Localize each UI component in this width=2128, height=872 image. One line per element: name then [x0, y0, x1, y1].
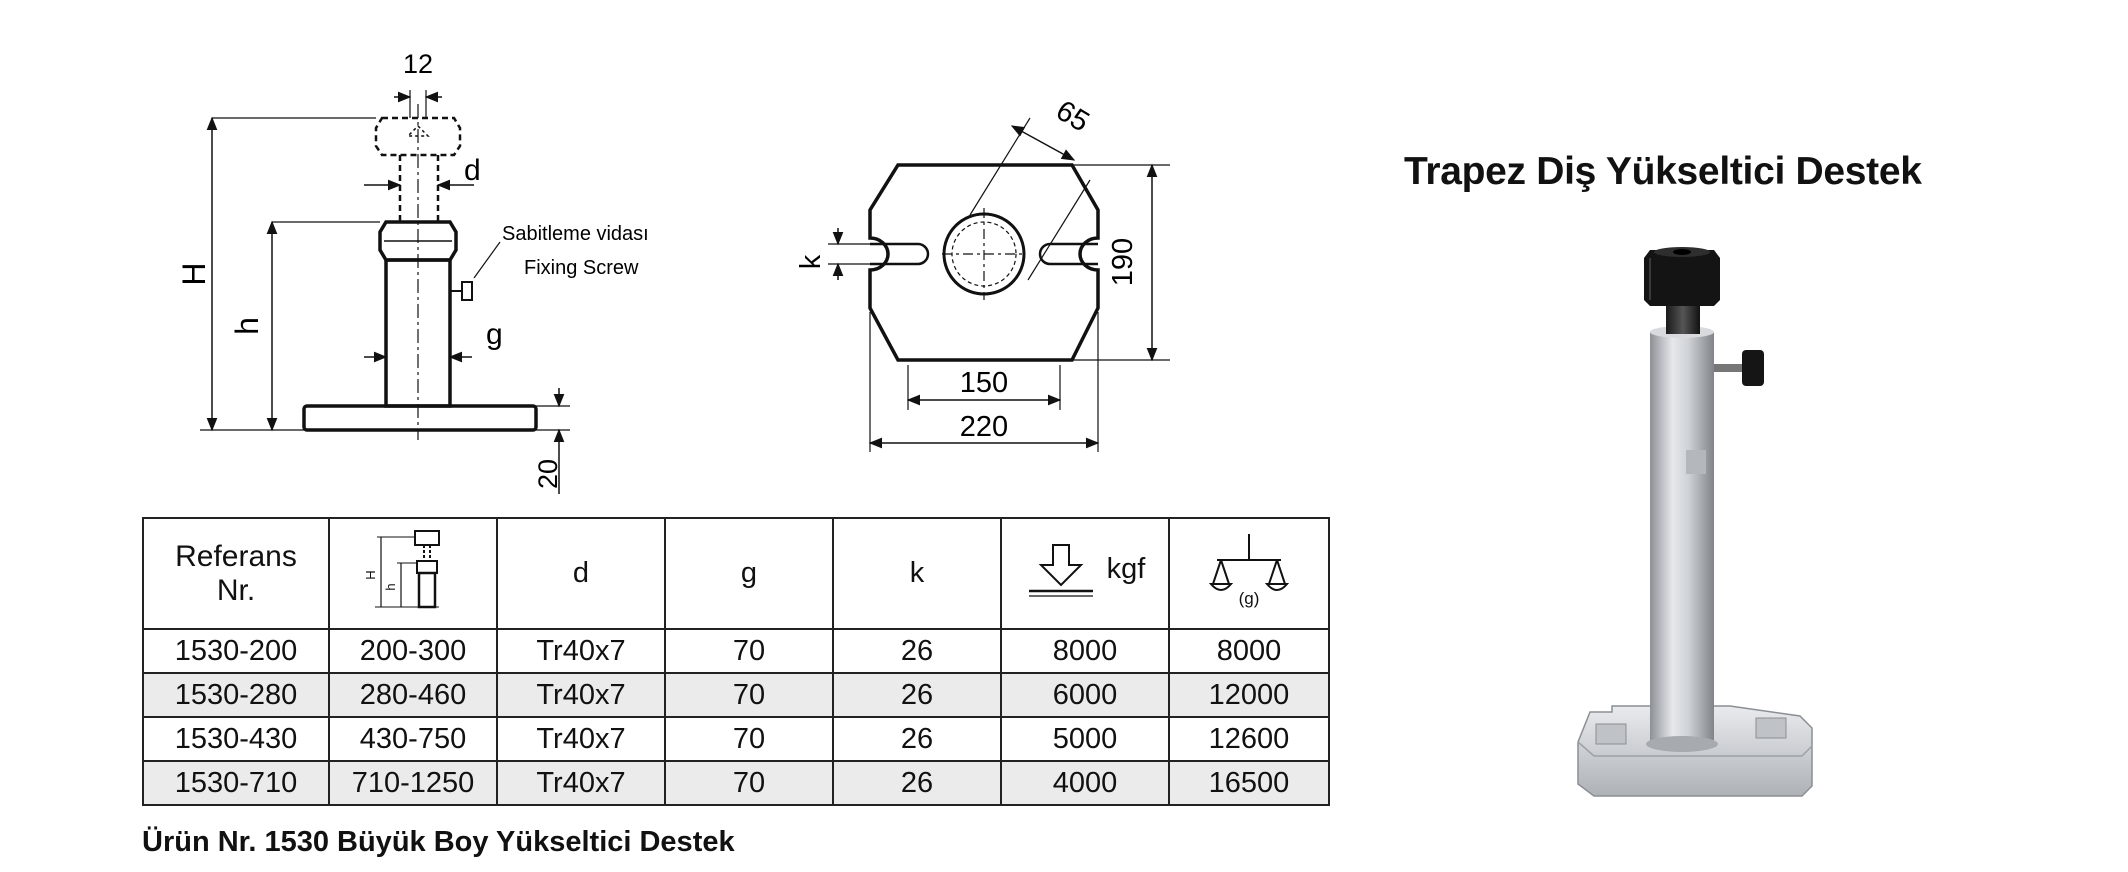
top-view-drawing — [828, 117, 1170, 452]
dim-220-label: 220 — [960, 411, 1008, 443]
cell-g: 70 — [664, 716, 834, 762]
cell-kgf: 5000 — [1000, 716, 1170, 762]
table-row: 1530-280 280-460 Tr40x7 70 26 6000 12000 — [142, 672, 1330, 718]
cell-range: 710-1250 — [328, 760, 498, 806]
cell-d: Tr40x7 — [496, 628, 666, 674]
header-referans: Referans Nr. — [142, 517, 330, 630]
fixing-screw-label-en: Fixing Screw — [524, 257, 639, 279]
cell-g: 70 — [664, 760, 834, 806]
table-row: 1530-710 710-1250 Tr40x7 70 26 4000 1650… — [142, 760, 1330, 806]
cell-k: 26 — [832, 628, 1002, 674]
cell-k: 26 — [832, 716, 1002, 762]
load-arrow-icon — [1028, 543, 1093, 597]
svg-text:h: h — [383, 583, 398, 590]
header-g: g — [664, 517, 834, 630]
cell-d: Tr40x7 — [496, 672, 666, 718]
dim-h-label: h — [229, 317, 265, 335]
cell-g: 70 — [664, 628, 834, 674]
cell-weight: 16500 — [1168, 760, 1330, 806]
svg-text:H: H — [363, 570, 378, 579]
header-load: kgf — [1000, 517, 1170, 630]
cell-d: Tr40x7 — [496, 760, 666, 806]
header-weight: (g) — [1168, 517, 1330, 630]
dim-H-label: H — [176, 262, 212, 285]
fixing-screw-label-tr: Sabitleme vidası — [502, 223, 649, 245]
spec-table: Referans Nr. — [142, 517, 1330, 806]
header-referans-line1: Referans — [175, 539, 297, 573]
product-title: Trapez Diş Yükseltici Destek — [1404, 150, 1922, 193]
cell-k: 26 — [832, 760, 1002, 806]
cell-k: 26 — [832, 672, 1002, 718]
dim-12-label: 12 — [403, 49, 433, 79]
header-referans-line2: Nr. — [216, 573, 256, 607]
cell-range: 280-460 — [328, 672, 498, 718]
cell-range: 430-750 — [328, 716, 498, 762]
side-view-drawing — [200, 90, 570, 494]
weight-unit-label: (g) — [1239, 589, 1260, 608]
header-k: k — [832, 517, 1002, 630]
spec-table-header: Referans Nr. — [142, 517, 1330, 630]
cell-d: Tr40x7 — [496, 716, 666, 762]
cell-kgf: 8000 — [1000, 628, 1170, 674]
cell-kgf: 6000 — [1000, 672, 1170, 718]
cell-range: 200-300 — [328, 628, 498, 674]
dim-20-label: 20 — [533, 459, 563, 489]
dim-190-label: 190 — [1107, 238, 1139, 286]
dim-d-label: d — [464, 154, 481, 187]
cell-ref: 1530-430 — [142, 716, 330, 762]
header-hh-icon: H h — [328, 517, 498, 630]
cell-weight: 12000 — [1168, 672, 1330, 718]
cell-g: 70 — [664, 672, 834, 718]
product-caption: Ürün Nr. 1530 Büyük Boy Yükseltici Deste… — [142, 826, 735, 858]
cell-ref: 1530-710 — [142, 760, 330, 806]
height-dimension-icon: H h — [363, 529, 440, 608]
dim-65-label: 65 — [1050, 95, 1094, 139]
cell-weight: 8000 — [1168, 628, 1330, 674]
header-d: d — [496, 517, 666, 630]
cell-ref: 1530-280 — [142, 672, 330, 718]
header-kgf-label: kgf — [1106, 553, 1146, 585]
scale-weight-icon: (g) — [1208, 533, 1290, 608]
product-photo — [1577, 247, 1813, 797]
dim-g-label: g — [486, 318, 503, 351]
dim-150-label: 150 — [960, 367, 1008, 399]
dim-k-label: k — [795, 254, 827, 269]
cell-ref: 1530-200 — [142, 628, 330, 674]
table-row: 1530-430 430-750 Tr40x7 70 26 5000 12600 — [142, 716, 1330, 762]
table-row: 1530-200 200-300 Tr40x7 70 26 8000 8000 — [142, 628, 1330, 674]
cell-weight: 12600 — [1168, 716, 1330, 762]
cell-kgf: 4000 — [1000, 760, 1170, 806]
